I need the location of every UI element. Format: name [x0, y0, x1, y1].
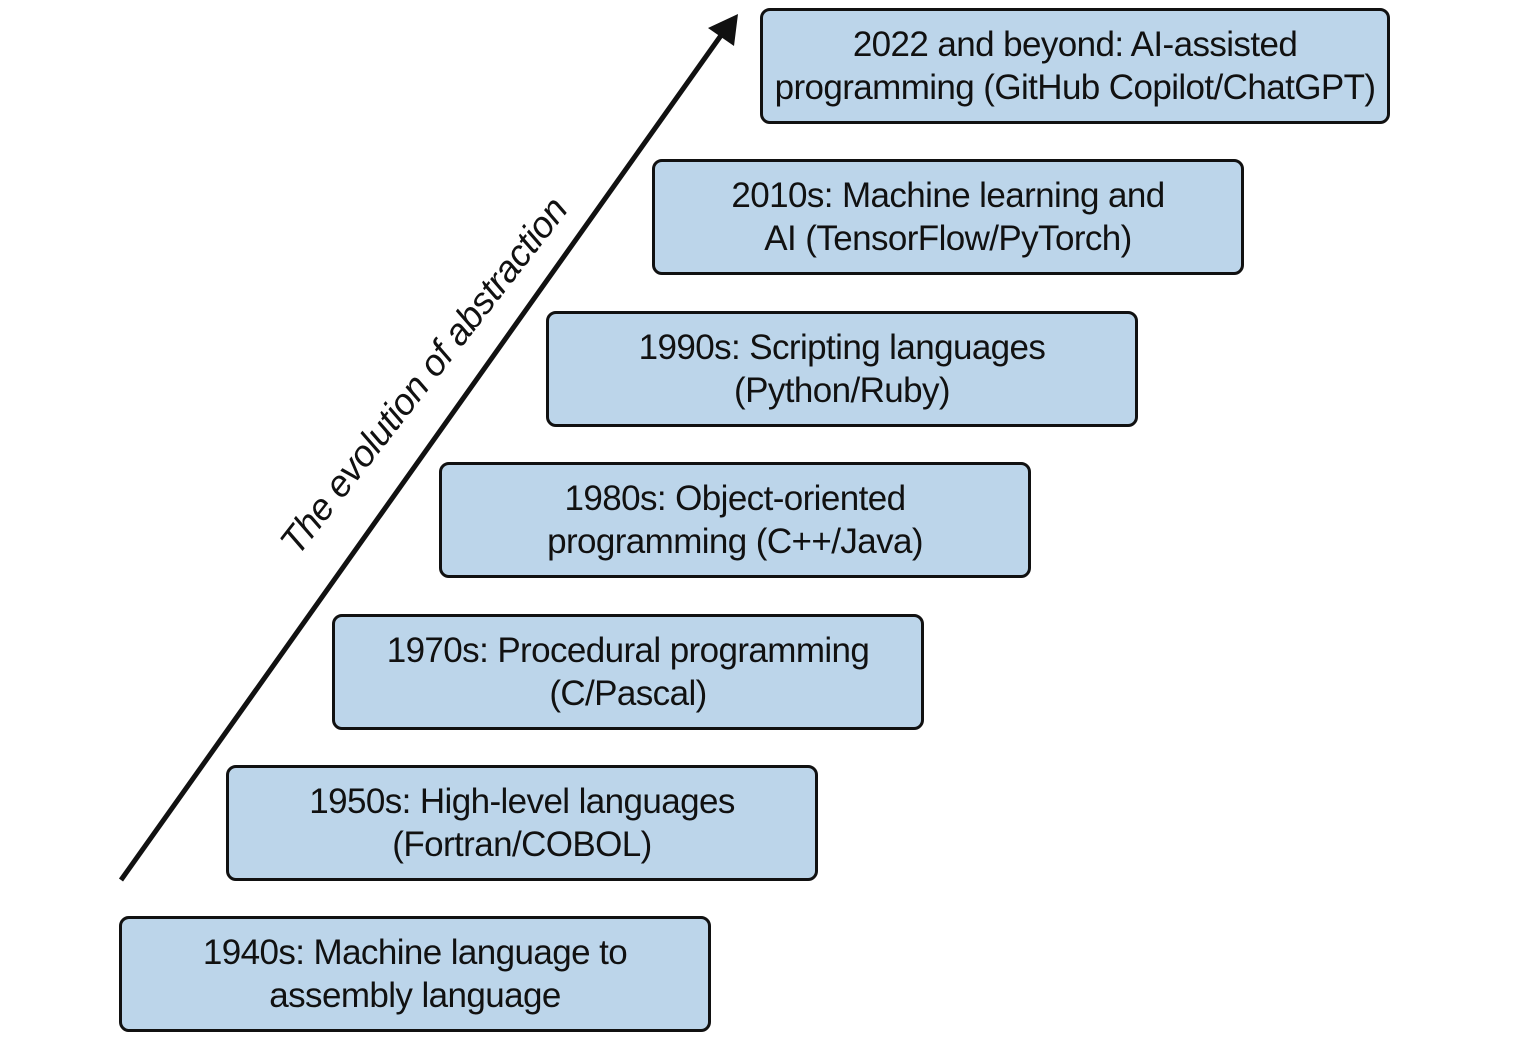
step-line-1: 1970s: Procedural programming: [386, 631, 870, 670]
step-box-1970s: 1970s: Procedural programming (C/Pascal): [332, 614, 924, 730]
arrow-shaft: [118, 32, 725, 882]
step-line-1: 1980s: Object-oriented: [564, 479, 907, 518]
step-line-1: 1940s: Machine language to: [202, 933, 628, 972]
step-line-1: 2010s: Machine learning and: [731, 176, 1165, 215]
step-line-2: programming (C++/Java): [547, 522, 923, 561]
step-line-2: (Python/Ruby): [734, 371, 951, 410]
step-box-1950s: 1950s: High-level languages (Fortran/COB…: [226, 765, 818, 881]
step-line-2: assembly language: [269, 976, 561, 1015]
step-box-2010s: 2010s: Machine learning and AI (TensorFl…: [652, 159, 1244, 275]
step-line-2: (C/Pascal): [549, 674, 707, 713]
arrow-head-icon: [708, 14, 738, 46]
step-box-1940s: 1940s: Machine language to assembly lang…: [119, 916, 711, 1032]
step-line-2: programming (GitHub Copilot/ChatGPT): [774, 68, 1376, 107]
step-box-2022: 2022 and beyond: AI-assisted programming…: [760, 8, 1390, 124]
step-line-2: (Fortran/COBOL): [392, 825, 652, 864]
step-box-1980s: 1980s: Object-oriented programming (C++/…: [439, 462, 1031, 578]
step-box-1990s: 1990s: Scripting languages (Python/Ruby): [546, 311, 1138, 427]
step-line-1: 2022 and beyond: AI-assisted: [852, 25, 1298, 64]
step-line-2: AI (TensorFlow/PyTorch): [764, 219, 1132, 258]
step-line-1: 1990s: Scripting languages: [638, 328, 1046, 367]
step-line-1: 1950s: High-level languages: [309, 782, 735, 821]
